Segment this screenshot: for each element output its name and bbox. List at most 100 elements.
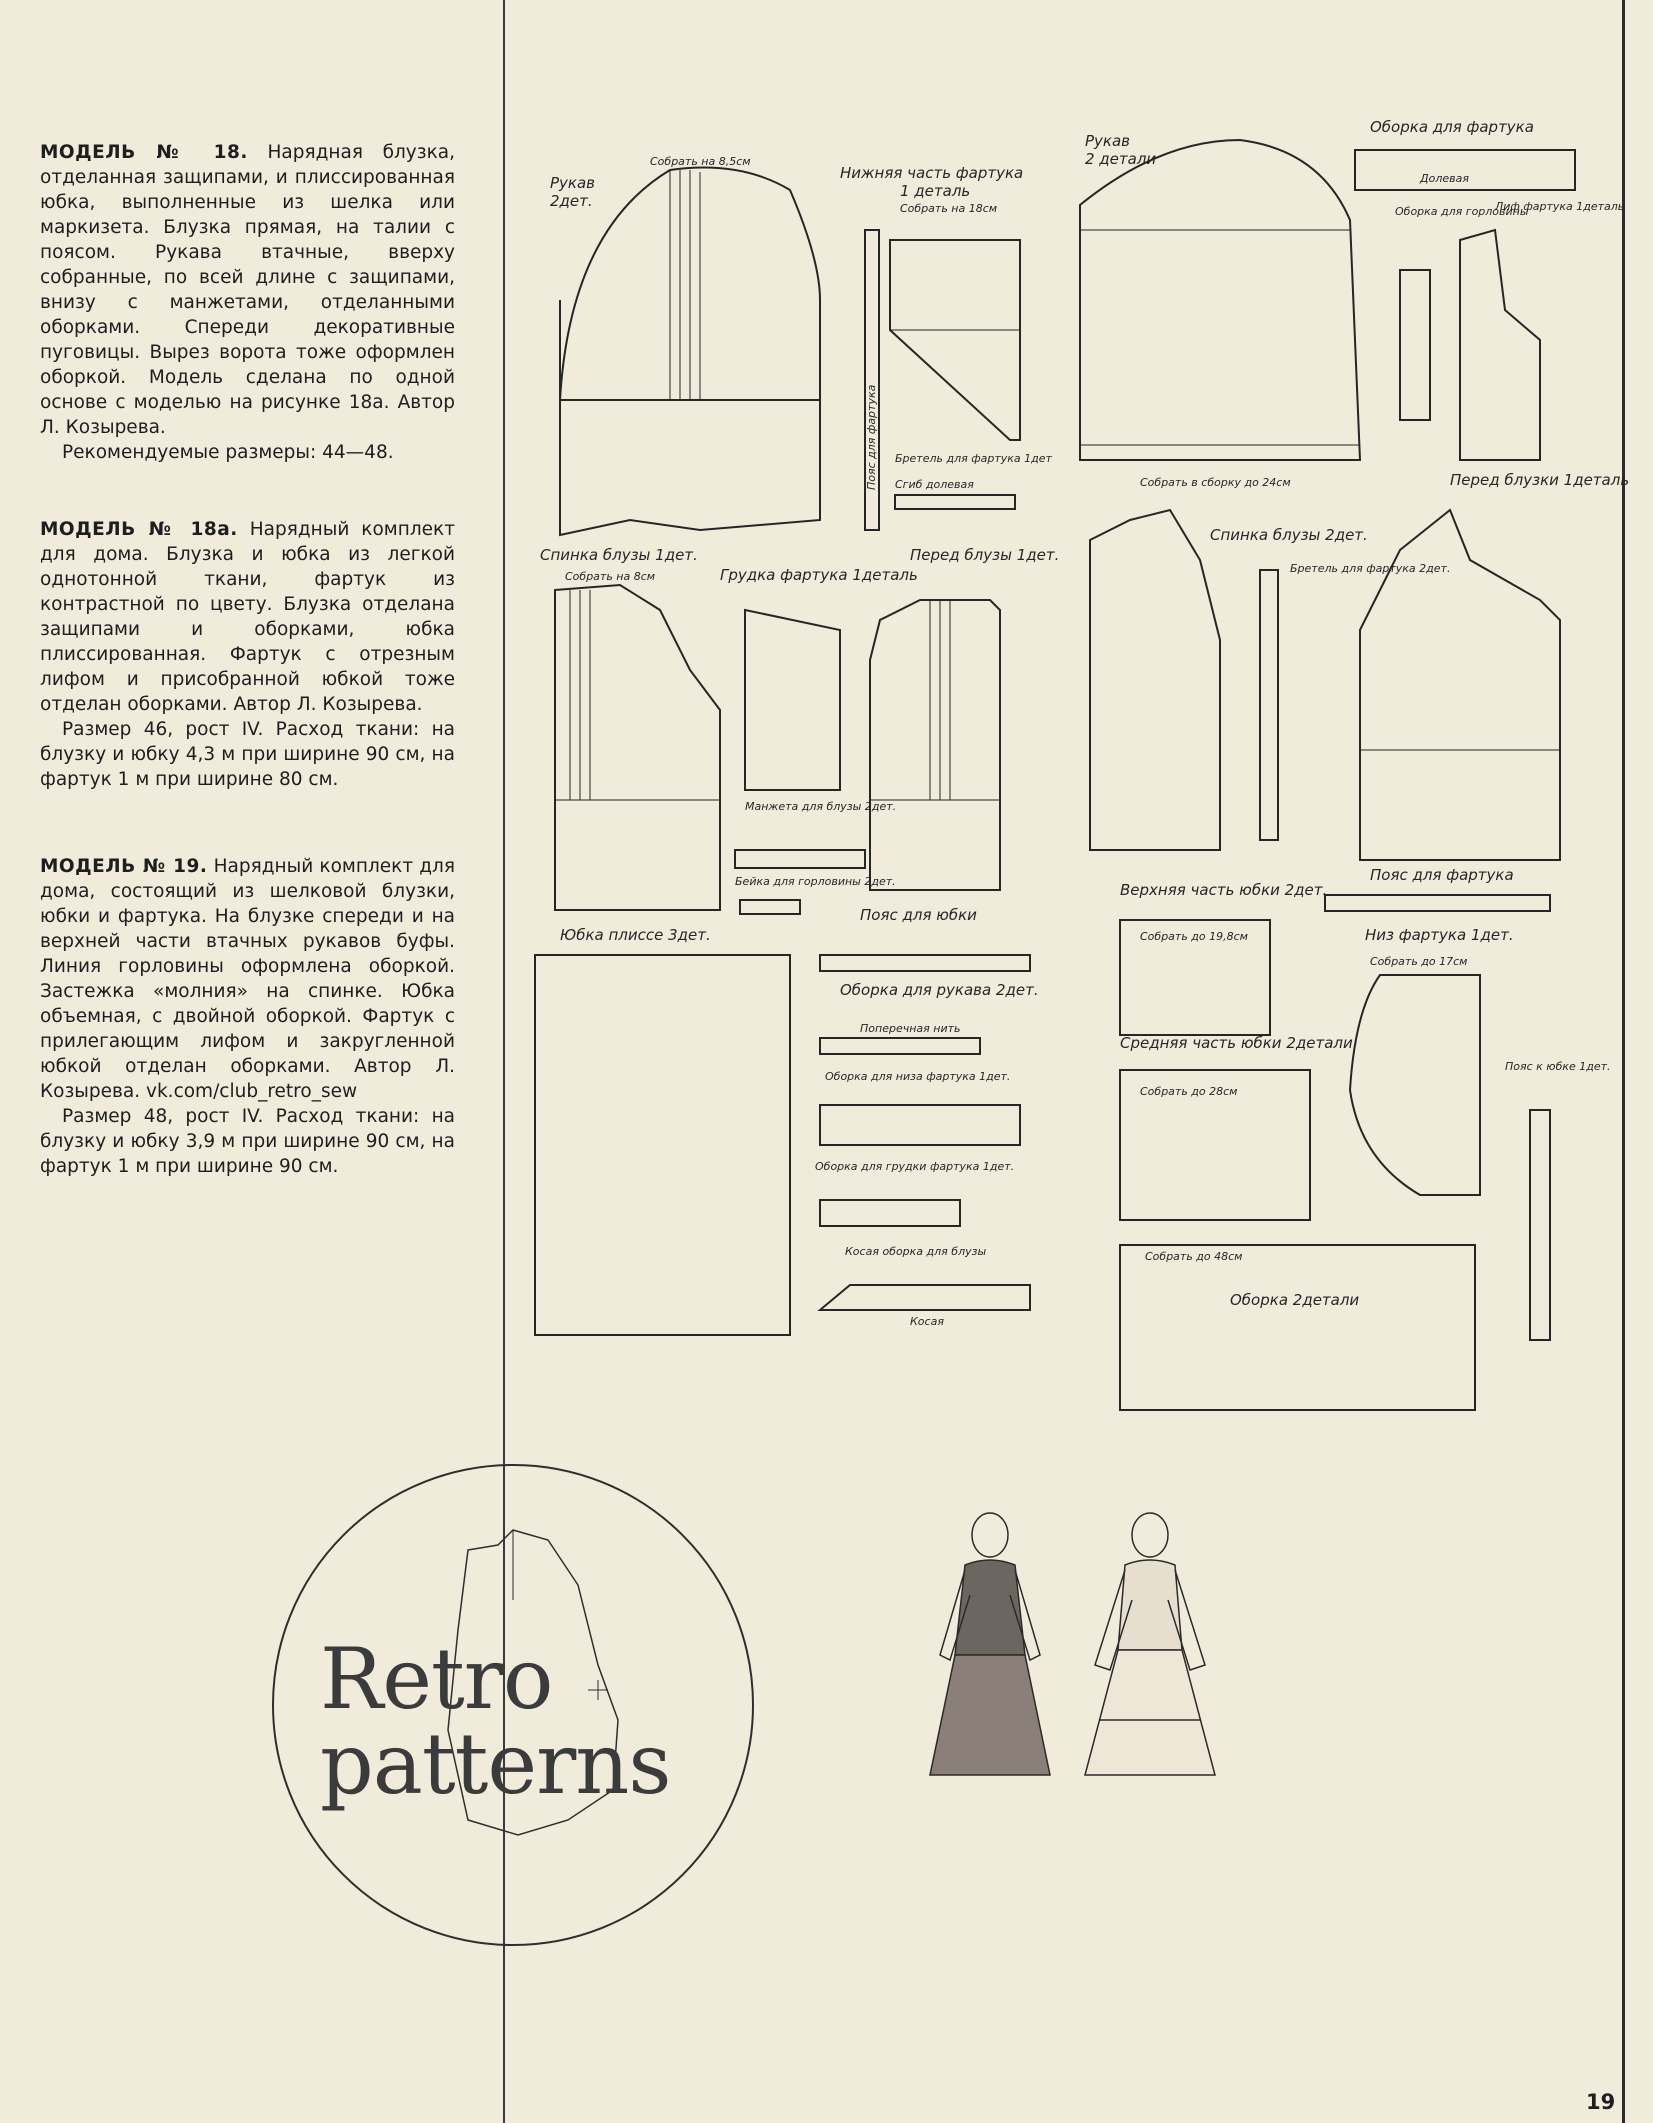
model-19-paragraph: МОДЕЛЬ № 19. Нарядный комплект для дома,… [40,854,455,1104]
pattern-breast-frill: Оборка для грудки фартука 1дет. [815,1160,1014,1227]
model-descriptions-column: МОДЕЛЬ № 18. Нарядная блузка, отделанная… [40,140,455,1179]
pattern-frill-2: Собрать до 48см Оборка 2детали [1119,1244,1476,1411]
pattern-cuff: Манжета для блузы 2дет. [734,800,896,869]
label-apron-bottom: Низ фартука 1дет. [1365,926,1514,944]
model-19-heading: МОДЕЛЬ № 19. [40,856,208,877]
label-front-18a: Перед блузы 1дет. [910,546,1059,564]
label-back-18: Спинка блузы 1дет. [540,546,698,564]
label-sleeve-frill: Оборка для рукава 2дет. [840,981,1039,999]
pattern-back-18a: Собрать на 8см [554,570,721,911]
page-fold-line [503,0,505,2123]
label-sleeve-18-qty: 2дет. [550,192,593,210]
pattern-back-18: Спинка блузы 1дет. [540,400,821,564]
pattern-breast-apron: Грудка фартука 1деталь [720,566,918,791]
pattern-strap-apron-2: Бретель для фартука 2дет. [1259,562,1450,841]
retro-patterns-logo: Retro patterns [268,1460,758,1950]
label-gather-18: Собрать на 18см [900,202,997,215]
model-18a-heading: МОДЕЛЬ № 18а. [40,519,238,540]
pattern-upper-skirt: Верхняя часть юбки 2дет. Собрать до 19,8… [1119,881,1327,1036]
pattern-apron-lower: Нижняя часть фартука 1 деталь Собрать на… [840,164,1023,441]
pattern-apron-belt: Пояс для фартука [864,229,880,531]
label-back-19: Спинка блузы 2дет. [1210,526,1368,544]
label-skirt-belt: Пояс для юбки [860,906,977,924]
model-18a-description: Нарядный комплект для дома. Блузка и юбк… [40,519,455,715]
label-upper-skirt: Верхняя часть юбки 2дет. [1120,881,1327,899]
label-gather-17: Собрать до 17см [1370,955,1467,968]
label-apron-frill: Оборка для фартука [1370,118,1534,136]
pattern-apron-belt-2: Пояс для фартука [1324,866,1551,912]
pattern-bodice-apron: Лиф фартука 1деталь [1459,200,1624,461]
label-breast-frill: Оборка для грудки фартука 1дет. [815,1160,1014,1173]
label-strap-apron-2: Бретель для фартука 2дет. [1290,562,1450,575]
pattern-sleeve-19: Рукав 2 детали Собрать в сборку до 24см [1079,132,1362,489]
label-apron-belt-2: Пояс для фартука [1370,866,1514,884]
logo-circle-icon [272,1464,754,1946]
label-apron-lower-qty: 1 деталь [900,182,970,200]
model-18-details: Рекомендуемые размеры: 44—48. [62,442,394,463]
label-cross-grain: Поперечная нить [860,1022,961,1035]
label-front-19: Перед блузки 1деталь [1450,471,1629,489]
model-18a-block: МОДЕЛЬ № 18а. Нарядный комплект для дома… [40,517,455,792]
model-18-description: Нарядная блузка, отделанная защипами, и … [40,142,455,438]
label-gather-8: Собрать на 8см [565,570,655,583]
label-gather-8-5: Собрать на 8,5см [650,155,751,168]
label-binding: Бейка для горловины 2дет. [735,875,896,888]
logo-text-patterns: patterns [320,1715,671,1813]
label-bodice-apron: Лиф фартука 1деталь [1494,200,1624,213]
label-gather-28: Собрать до 28см [1140,1085,1237,1098]
pattern-strap-apron: Бретель для фартука 1дет Сгиб долевая [894,452,1053,510]
model-18-block: МОДЕЛЬ № 18. Нарядная блузка, отделанная… [40,140,455,465]
model-19-description: Нарядный комплект для дома, состоящий из… [40,856,455,1102]
label-hem-frill: Оборка для низа фартука 1дет. [825,1070,1010,1083]
pattern-skirt-belt-2: Пояс к юбке 1дет. [1505,1060,1611,1341]
label-skirt-pleat: Юбка плиссе 3дет. [560,926,711,944]
label-frill-2: Оборка 2детали [1230,1291,1359,1309]
label-gather-19-8: Собрать до 19,8см [1140,930,1248,943]
label-skirt-belt-2: Пояс к юбке 1дет. [1505,1060,1611,1073]
pattern-skirt-pleat: Юбка плиссе 3дет. [534,926,791,1336]
label-bias-frill: Косая оборка для блузы [845,1245,986,1258]
pattern-binding: Бейка для горловины 2дет. [735,875,896,915]
model-18-paragraph: МОДЕЛЬ № 18. Нарядная блузка, отделанная… [40,140,455,440]
pattern-skirt-belt: Пояс для юбки [819,906,1031,972]
model-18a-details: Размер 46, рост IV. Расход ткани: на блу… [40,719,455,790]
label-sleeve-18: Рукав [550,174,595,192]
label-breast-apron: Грудка фартука 1деталь [720,566,918,584]
pattern-front-18a: Перед блузы 1дет. [869,546,1059,891]
page-number: 19 [1586,2090,1616,2114]
label-apron-lower: Нижняя часть фартука [840,164,1023,182]
label-apron-belt: Пояс для фартука [865,384,878,490]
label-sleeve-19-qty: 2 детали [1085,150,1156,168]
fashion-illustration [929,1512,1216,1776]
model-18-heading: МОДЕЛЬ № 18. [40,142,248,163]
logo-text-retro: Retro [320,1630,553,1728]
model-19-details: Размер 48, рост IV. Расход ткани: на блу… [40,1106,455,1177]
label-sleeve-19: Рукав [1085,132,1130,150]
figure-model-18a-back [929,1512,1051,1776]
pattern-sleeve-18: Рукав 2дет. Собрать на 8,5см [550,155,821,401]
label-middle-skirt: Средняя часть юбки 2детали [1120,1034,1353,1052]
page-spine-line [1622,0,1625,2123]
figure-model-19-back [1084,1512,1216,1776]
label-fold-grain: Сгиб долевая [895,478,974,491]
label-gather-48: Собрать до 48см [1145,1250,1242,1263]
label-strap-apron: Бретель для фартука 1дет [895,452,1053,465]
pattern-apron-bottom: Низ фартука 1дет. Собрать до 17см [1348,926,1514,1196]
pattern-middle-skirt: Средняя часть юбки 2детали Собрать до 28… [1119,1034,1353,1221]
pattern-neck-frill: Оборка для горловины [1395,205,1529,421]
label-bias: Косая [910,1315,944,1328]
pattern-bias-frill: Косая оборка для блузы Косая [817,1245,1031,1328]
pattern-apron-frill: Оборка для фартука Долевая [1354,118,1576,191]
label-neck-frill: Оборка для горловины [1395,205,1529,218]
label-cuff: Манжета для блузы 2дет. [745,800,896,813]
pattern-back-19: Спинка блузы 2дет. [1089,508,1368,851]
pattern-front-19: Перед блузки 1деталь [1359,471,1629,861]
model-18a-paragraph: МОДЕЛЬ № 18а. Нарядный комплект для дома… [40,517,455,717]
label-gather-24: Собрать в сборку до 24см [1140,476,1291,489]
pattern-hem-frill: Оборка для низа фартука 1дет. [819,1070,1021,1146]
model-19-block: МОДЕЛЬ № 19. Нарядный комплект для дома,… [40,854,455,1179]
sewing-pattern-drawing: Рукав 2дет. Собрать на 8,5см Спинка блуз… [534,118,1629,1411]
pattern-sleeve-frill: Оборка для рукава 2дет. Поперечная нить [819,981,1039,1055]
label-apron-frill-grain: Долевая [1419,172,1469,185]
